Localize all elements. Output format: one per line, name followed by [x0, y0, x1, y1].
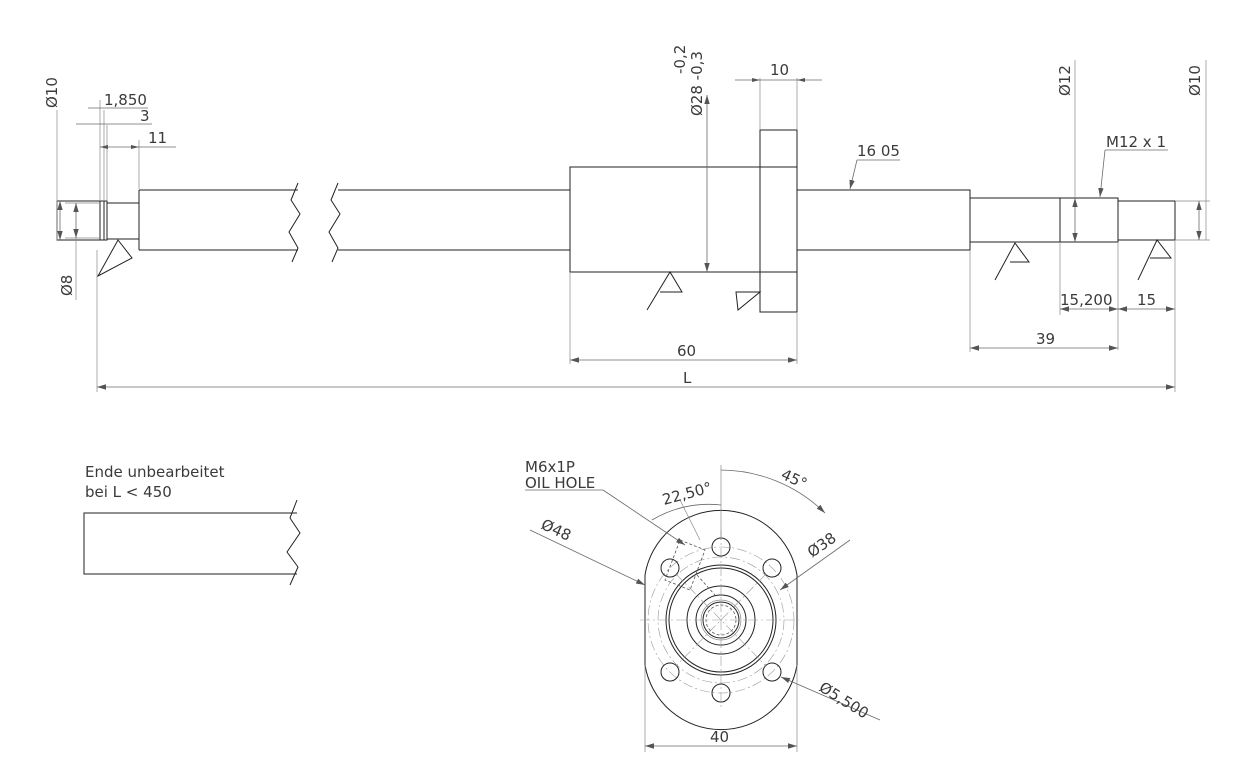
unmachined-end-shape [83, 512, 297, 575]
label-tol-02: -0,2 [671, 45, 689, 74]
note-line-1: Ende unbearbeitet [85, 463, 225, 481]
bolt-hole [762, 662, 782, 682]
label-L: L [683, 369, 692, 387]
ball-screw-side-view [56, 129, 1176, 313]
label-15: 15 [1137, 291, 1156, 309]
ball-nut-body [569, 166, 761, 273]
left-bearing-seat [106, 202, 140, 240]
label-1605: 16 05 [857, 142, 900, 160]
oil-hole [664, 539, 706, 591]
label-dia48: Ø48 [538, 515, 574, 544]
flange-labels: M6x1P OIL HOLE 22,50° 45° Ø48 Ø38 Ø5,500… [525, 458, 872, 746]
flange-front-view [525, 465, 881, 752]
label-60: 60 [677, 342, 696, 360]
side-view-dimensions [56, 60, 1210, 392]
label-3: 3 [140, 107, 150, 125]
label-dia8: Ø8 [58, 275, 76, 296]
note-line-2: bei L < 450 [85, 483, 172, 501]
label-dia12: Ø12 [1056, 65, 1074, 96]
label-dia5500: Ø5,500 [816, 678, 872, 722]
label-dia38: Ø38 [804, 529, 840, 561]
label-40: 40 [710, 728, 729, 746]
ball-nut-flange [759, 129, 798, 313]
label-dia10-right: Ø10 [1186, 65, 1204, 96]
thread-m12 [1059, 197, 1119, 243]
screw-shaft-left [138, 189, 298, 251]
side-view-labels: Ø10 1,850 3 11 Ø8 -0,2 Ø28 -0,3 10 16 05… [43, 45, 1204, 387]
screw-shaft-middle [338, 189, 570, 251]
label-dia10-left: Ø10 [43, 77, 61, 108]
label-thread: M12 x 1 [1106, 133, 1166, 151]
right-end-journal [1117, 200, 1176, 241]
bolt-hole [660, 558, 680, 578]
label-15200: 15,200 [1060, 291, 1113, 309]
label-oil-2: OIL HOLE [525, 474, 595, 492]
label-10: 10 [770, 61, 789, 79]
screw-shaft-right [797, 189, 971, 251]
unmachined-end-note: Ende unbearbeitet bei L < 450 [83, 463, 301, 586]
label-11: 11 [148, 129, 167, 147]
label-dia28: Ø28 -0,3 [688, 51, 706, 116]
bolt-hole [660, 662, 680, 682]
bolt-hole [762, 558, 782, 578]
label-oil-1: M6x1P [525, 458, 575, 476]
label-angle-45: 45° [778, 465, 810, 493]
label-1850: 1,850 [104, 91, 147, 109]
right-bearing-journal [969, 197, 1061, 243]
label-39: 39 [1036, 330, 1055, 348]
